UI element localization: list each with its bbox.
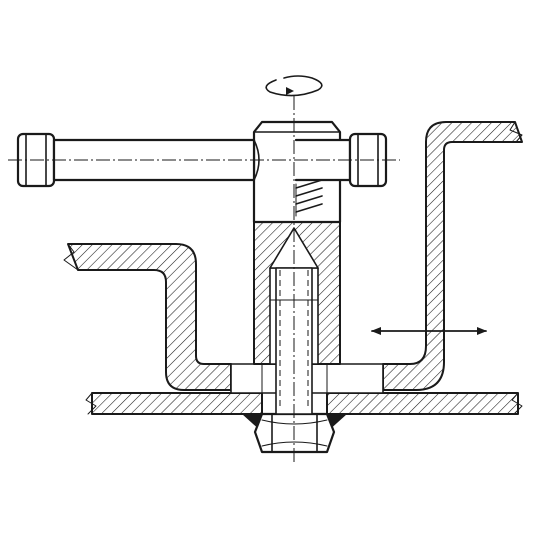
- compression-spring: [295, 179, 323, 217]
- rotation-arrow: [265, 75, 323, 97]
- center-lines: [8, 96, 400, 462]
- locating-bracket: [63, 243, 232, 391]
- base-plate: [85, 392, 523, 415]
- clamp-bracket: [382, 121, 523, 391]
